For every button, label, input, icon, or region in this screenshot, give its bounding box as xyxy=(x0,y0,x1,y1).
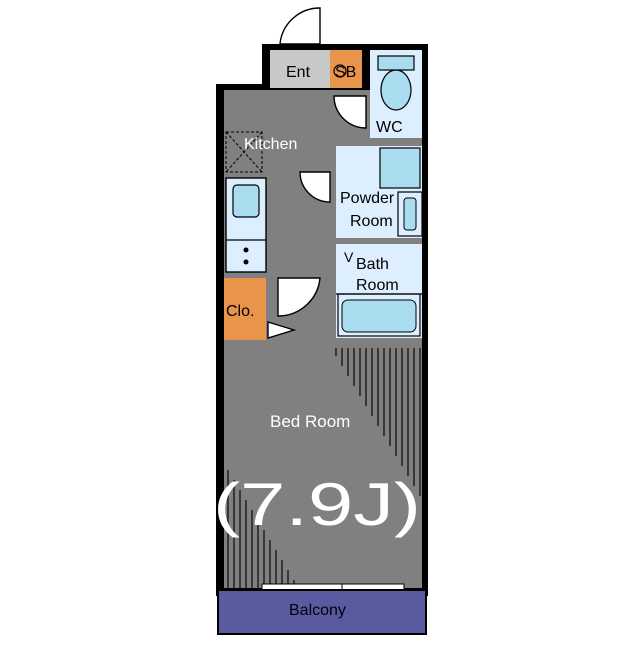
kitchen-sink-icon xyxy=(232,184,260,218)
kitchen-label: Kitchen xyxy=(244,136,297,153)
bed-room-hatching xyxy=(227,348,421,588)
kitchen-counter xyxy=(225,177,267,273)
balcony-label: Balcony xyxy=(289,602,346,619)
wc-room: WC xyxy=(370,50,422,138)
kitchen-area: Kitchen xyxy=(225,131,297,173)
entrance-area: Ent xyxy=(270,50,330,88)
balcony: Balcony xyxy=(217,589,427,635)
powder-room-door xyxy=(299,171,331,203)
shoe-box: SB xyxy=(330,50,362,88)
bath-room: V Bath Room xyxy=(336,244,422,338)
shoe-box-circle-icon xyxy=(333,64,347,78)
bath-room-door-mark: V xyxy=(344,249,354,265)
powder-room-label-line2: Room xyxy=(350,213,393,230)
powder-room-label-line1: Powder xyxy=(340,190,395,207)
bath-room-label-line1: Bath xyxy=(356,256,389,273)
bed-room-label: Bed Room xyxy=(270,412,350,431)
stove-burner-icon xyxy=(243,259,249,265)
closet-door xyxy=(267,321,297,339)
powder-room: Powder Room xyxy=(336,146,423,238)
bed-room-door xyxy=(277,277,321,317)
closet: Clo. xyxy=(224,278,266,340)
stove-burner-icon xyxy=(243,247,249,253)
bath-room-label-line2: Room xyxy=(356,277,399,294)
entrance-door xyxy=(279,7,321,45)
washing-machine-icon xyxy=(379,147,421,189)
closet-label: Clo. xyxy=(226,303,254,320)
ceiling-hatch-icon xyxy=(225,131,263,173)
shoe-box-label: SB xyxy=(335,64,356,81)
wc-door xyxy=(333,95,367,129)
wc-label: WC xyxy=(376,119,403,136)
bed-room-size: (7.9J) xyxy=(213,471,421,538)
toilet-bowl-icon xyxy=(380,69,412,111)
toilet-tank-icon xyxy=(377,55,415,71)
entrance-label: Ent xyxy=(286,64,311,81)
